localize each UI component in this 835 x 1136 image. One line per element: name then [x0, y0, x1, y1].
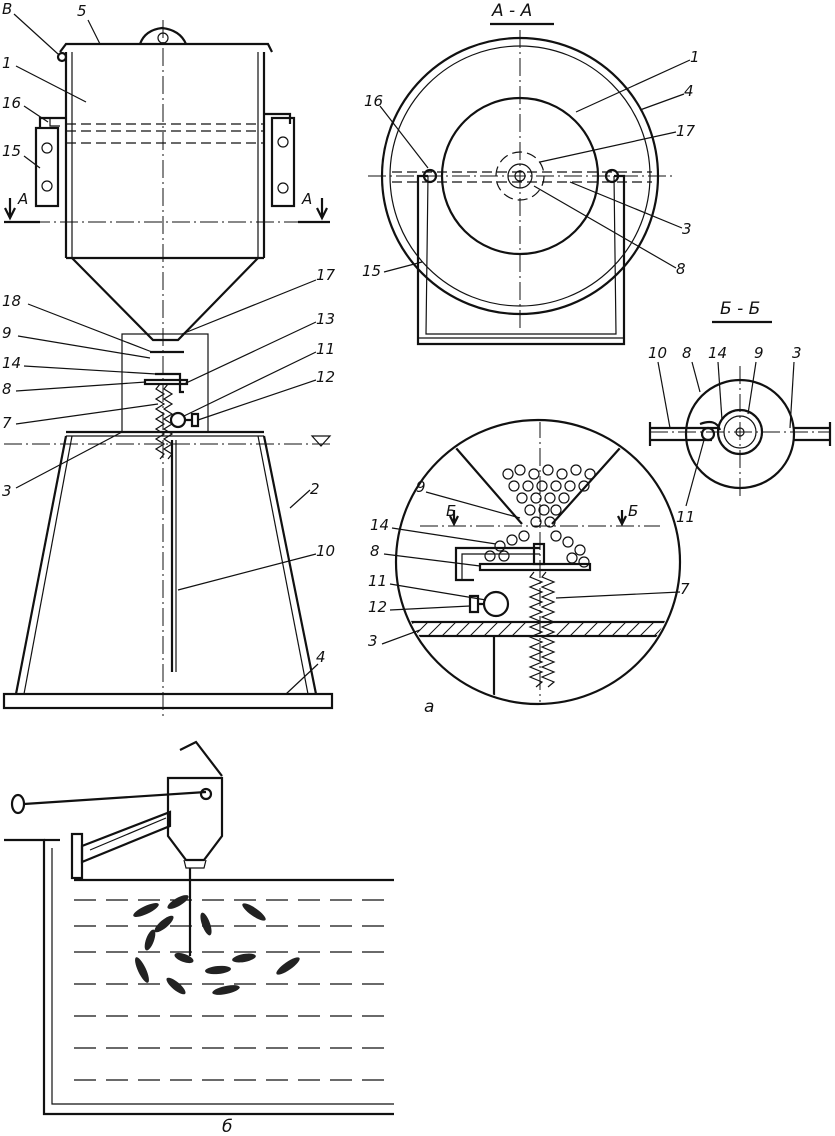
- detail-label-11: 11: [368, 572, 387, 590]
- base-ring: [2, 692, 334, 710]
- label-17: 17: [316, 266, 336, 284]
- feeder-body: [166, 776, 224, 862]
- label-v: В: [2, 0, 12, 18]
- bb-label-3: 3: [792, 344, 802, 362]
- bb-label-9: 9: [754, 344, 764, 362]
- pond-wall-outer: [4, 838, 394, 1116]
- pond-wall-inner: [51, 848, 394, 1105]
- support-arm: [80, 810, 172, 864]
- aa-label-17: 17: [676, 122, 696, 140]
- section-b-b-view: Б - Б 10 8 14 9 3 11: [648, 299, 832, 526]
- pond-installation-view: б: [4, 740, 394, 1136]
- bb-label-10: 10: [648, 344, 667, 362]
- mounting-bracket-left: [34, 126, 60, 208]
- label-8: 8: [2, 380, 12, 398]
- label-7: 7: [2, 414, 12, 432]
- detail-label-7: 7: [680, 580, 690, 598]
- hopper-cone: [71, 257, 259, 342]
- label-4: 4: [316, 648, 326, 666]
- spring: [154, 383, 166, 460]
- detail-float-ball: [482, 590, 510, 618]
- label-15: 15: [2, 142, 21, 160]
- label-a-left: А: [17, 190, 28, 208]
- aa-label-3: 3: [682, 220, 692, 238]
- label-12: 12: [316, 368, 335, 386]
- detail-label-b-right: Б: [628, 502, 638, 520]
- fish-school: [133, 895, 300, 995]
- scene-caption: б: [222, 1117, 232, 1136]
- detail-label-8: 8: [370, 542, 380, 560]
- detail-caption: а: [424, 697, 434, 717]
- section-a-a-view: А - А 16 1 4 17 3 8 15: [362, 1, 700, 346]
- water-level-mark: [310, 435, 332, 447]
- main-elevation-view: В 5 1 16 15 А А 18 9 14 8 7 3 17 13 11 1…: [2, 0, 336, 720]
- detail-view: 9 Б Б 14 8 11 12 3 7 а: [368, 418, 690, 717]
- aa-label-1: 1: [690, 48, 700, 66]
- adjusting-screw: [185, 412, 200, 428]
- aa-label-15: 15: [362, 262, 381, 280]
- aa-label-16: 16: [364, 92, 383, 110]
- lid-hinge: [56, 51, 68, 63]
- feed-granules: [484, 464, 596, 568]
- detail-baffle-hatching: [399, 621, 678, 637]
- feeder-hanger: [179, 740, 223, 777]
- label-13: 13: [316, 310, 335, 328]
- detail-label-b-left: Б: [446, 502, 456, 520]
- lever-arm: [23, 790, 207, 806]
- skirt-left: [14, 435, 68, 695]
- label-18: 18: [2, 292, 21, 310]
- lid: [59, 42, 273, 53]
- bb-label-8: 8: [682, 344, 692, 362]
- label-a-right: А: [301, 190, 312, 208]
- counterweight: [10, 793, 26, 815]
- label-9: 9: [2, 324, 12, 342]
- detail-label-14: 14: [370, 516, 389, 534]
- detail-circle: [394, 418, 682, 706]
- u-frame: [416, 174, 626, 346]
- bb-label-11: 11: [676, 508, 695, 526]
- detail-label-9: 9: [416, 478, 426, 496]
- label-3: 3: [2, 482, 12, 500]
- lid-handle: [138, 26, 188, 45]
- bank-post: [70, 832, 84, 880]
- label-2: 2: [310, 480, 320, 498]
- label-5: 5: [77, 2, 87, 20]
- skirt-right: [262, 435, 318, 695]
- detail-label-12: 12: [368, 598, 387, 616]
- aa-label-8: 8: [676, 260, 686, 278]
- section-b-b-title: Б - Б: [720, 299, 760, 319]
- label-11: 11: [316, 340, 335, 358]
- label-16: 16: [2, 94, 21, 112]
- detail-label-3: 3: [368, 632, 378, 650]
- detail-baffle: [398, 620, 678, 638]
- bb-label-14: 14: [708, 344, 727, 362]
- mounting-bracket-right: [270, 116, 296, 208]
- aa-label-4: 4: [684, 82, 694, 100]
- label-1: 1: [2, 54, 12, 72]
- section-a-a-title: А - А: [491, 1, 532, 21]
- float-ball: [169, 411, 187, 429]
- label-10: 10: [316, 542, 335, 560]
- label-14: 14: [2, 354, 21, 372]
